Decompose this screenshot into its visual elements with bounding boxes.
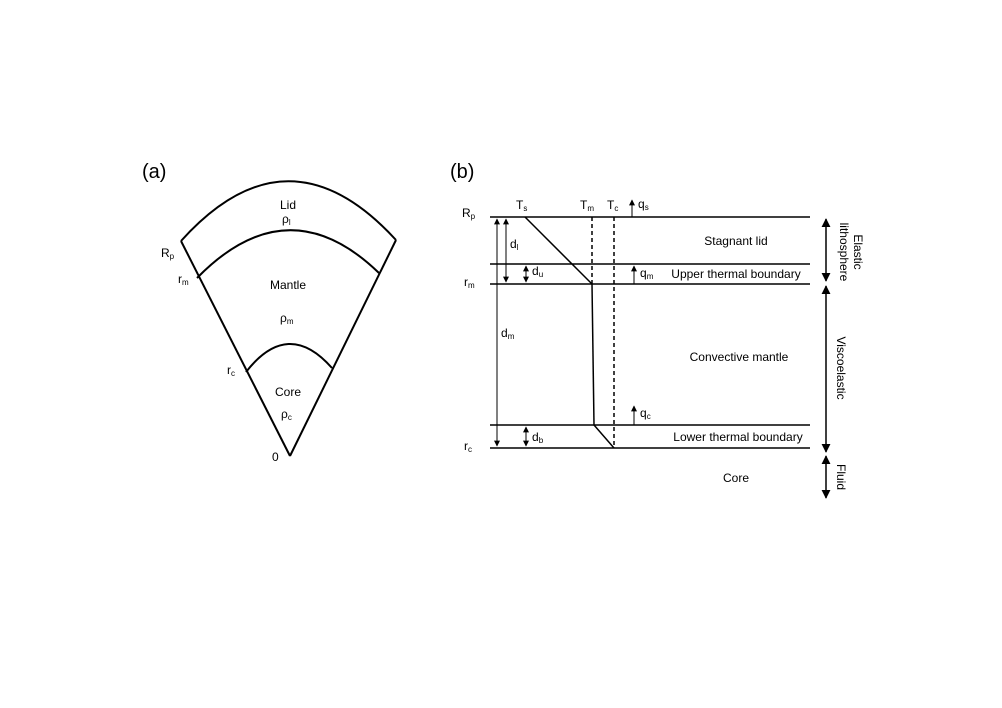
Tm-symbol: T [580,198,588,212]
Ts-symbol: T [516,198,524,212]
Rp-subscript-b: p [471,212,476,221]
rho-c-subscript: c [288,413,292,422]
qm-label: qm [640,266,654,281]
dm-subscript: m [508,332,515,341]
lower-boundary-label: Lower thermal boundary [673,430,802,444]
panel-a-label: (a) [142,161,166,183]
reference-temperature-lines [591,217,615,448]
rc-subscript: c [231,369,235,378]
qc-subscript: c [647,412,651,421]
rm-label: rm [464,275,475,290]
rho-m-subscript: m [287,317,294,326]
rm-symbol-b: r [464,275,468,289]
radius-Rp-label: Rp [161,246,175,261]
mantle-label: Mantle [270,278,306,292]
boundary-lines [490,216,810,449]
core-region-label: Core [723,471,749,485]
db-symbol: d [532,430,539,444]
sector-wedge [180,180,397,457]
db-subscript: b [539,436,544,445]
rho-c-label: ρc [281,407,292,422]
dm-symbol: d [501,326,508,340]
upper-boundary-label: Upper thermal boundary [671,267,800,281]
dl-subscript: l [517,243,519,252]
rho-c-symbol: ρ [281,407,288,421]
lid-gradient-line [524,216,593,285]
qc-symbol: q [640,406,647,420]
lower-boundary-gradient-line [593,424,615,449]
qm-symbol: q [640,266,647,280]
Rp-symbol: R [161,246,170,260]
fluid-label: Fluid [834,464,848,490]
Tm-subscript: m [587,204,594,213]
thickness-arrows [494,218,529,447]
elastic-label: Elastic [851,234,865,269]
surface-arc [180,180,397,242]
rc-label: rc [464,439,472,454]
rho-m-label: ρm [280,311,294,326]
convective-mantle-label: Convective mantle [690,350,789,364]
rc-symbol-b: r [464,439,468,453]
radius-rc-label: rc [227,363,235,378]
lithosphere-label: lithosphere [837,223,851,282]
rm-symbol: r [178,272,182,286]
rho-l-label: ρl [282,212,291,227]
adiabat-line [591,283,595,426]
rc-symbol: r [227,363,231,377]
wedge-right-edge [289,239,397,457]
panel-b: (b) Ts Tm Tc qs qm qc [450,161,865,499]
qs-symbol: q [638,197,645,211]
qm-subscript: m [647,272,654,281]
Tc-subscript: c [614,204,618,213]
Ts-label: Ts [516,198,527,213]
rm-subscript: m [182,278,189,287]
stagnant-lid-label: Stagnant lid [704,234,767,248]
Ts-subscript: s [523,204,527,213]
du-label: du [532,264,543,279]
heat-flux-arrows [629,199,637,425]
dl-symbol: d [510,237,517,251]
Tc-symbol: T [607,198,615,212]
qc-label: qc [640,406,651,421]
qs-label: qs [638,197,649,212]
lid-label: Lid [280,198,296,212]
panel-a: (a) Lid ρl Mantle ρm Core ρc Rp rm rc 0 [142,161,397,464]
du-symbol: d [532,264,539,278]
du-subscript: u [539,270,543,279]
Rp-subscript: p [170,252,175,261]
rho-m-symbol: ρ [280,311,287,325]
rho-l-symbol: ρ [282,212,289,226]
Tc-label: Tc [607,198,618,213]
db-label: db [532,430,544,445]
Rp-label: Rp [462,206,476,221]
viscoelastic-label: Viscoelastic [834,336,848,399]
Rp-symbol-b: R [462,206,471,220]
mantle-core-arc [245,343,333,373]
temperature-profile [524,216,615,449]
dm-label: dm [501,326,515,341]
origin-label: 0 [272,450,279,464]
dl-label: dl [510,237,519,252]
rho-l-subscript: l [289,218,291,227]
panel-b-label: (b) [450,161,474,183]
lid-mantle-arc [196,229,380,279]
rm-subscript-b: m [468,281,475,290]
qs-subscript: s [645,203,649,212]
core-label: Core [275,385,301,399]
radius-rm-label: rm [178,272,189,287]
rc-subscript-b: c [468,445,472,454]
Tm-label: Tm [580,198,594,213]
